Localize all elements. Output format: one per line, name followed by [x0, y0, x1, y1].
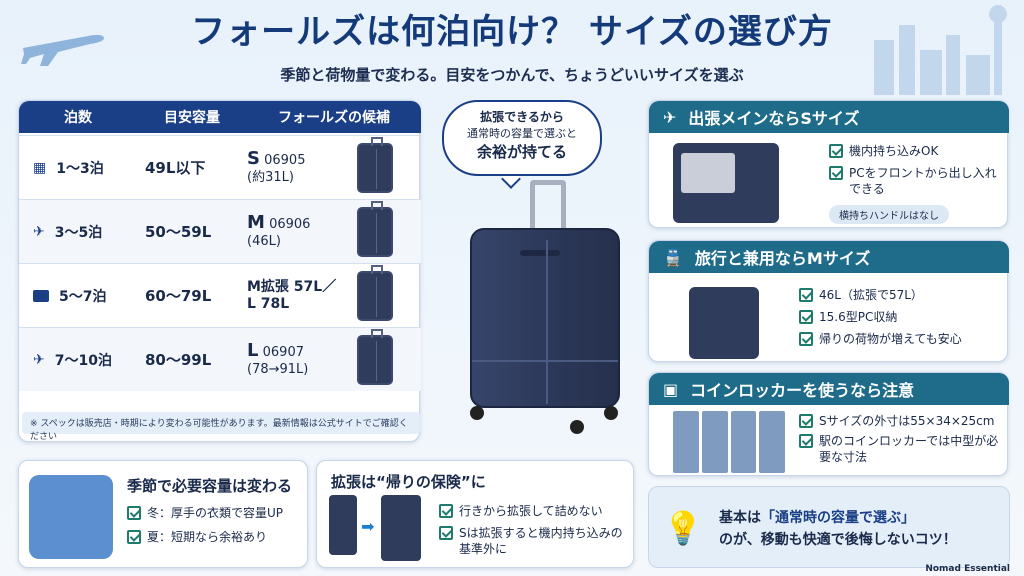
check-item: PCをフロントから出し入れできる — [829, 165, 999, 197]
check-icon — [799, 310, 813, 324]
locker-icon: ▣ — [663, 379, 679, 399]
open-suitcase-image — [673, 143, 779, 223]
table-row: ✈ 3〜5泊 50〜59L M 06906(46L) — [19, 199, 421, 263]
arrow-right-icon: ➡ — [361, 517, 375, 536]
suitcase-image — [357, 264, 393, 321]
row-capacity: 60〜79L — [145, 287, 212, 305]
table-header: 泊数 目安容量 フォールズの候補 — [19, 101, 421, 133]
suitcase-image — [357, 136, 393, 193]
check-icon — [439, 504, 453, 518]
check-item: 夏：短期なら余裕あり — [127, 529, 305, 545]
row-model-sub: (78→91L) — [247, 361, 309, 377]
check-icon — [439, 526, 453, 540]
wheel — [604, 406, 618, 420]
check-icon — [829, 144, 843, 158]
check-icon — [829, 166, 843, 180]
suitcase-handle — [530, 180, 566, 230]
m-size-panel: 🚆 旅行と兼用ならMサイズ 46L（拡張で57L） 15.6型PC収納 帰りの荷物… — [648, 240, 1009, 362]
check-item: 46L（拡張で57L） — [799, 287, 999, 303]
header-nights: 泊数 — [64, 110, 92, 126]
plane-icon: ✈ — [663, 107, 677, 127]
calendar-icon: ▦ — [33, 159, 47, 176]
row-model: M — [247, 211, 265, 233]
suitcase-image — [329, 495, 357, 555]
season-panel: 季節で必要容量は変わる 冬：厚手の衣類で容量UP 夏：短期なら余裕あり — [18, 460, 308, 568]
table-row: 5〜7泊 60〜79L M拡張 57L／L 78L — [19, 263, 421, 327]
table-row: ✈ 7〜10泊 80〜99L L 06907(78→91L) — [19, 327, 421, 391]
suitcase-hero-image — [470, 228, 620, 408]
row-model: S — [247, 147, 260, 169]
locker-panel: ▣ コインロッカーを使うなら注意 Sサイズの外寸は55×34×25cm 駅のコイン… — [648, 372, 1009, 476]
row-model-sub: (46L) — [247, 233, 281, 249]
speech-bubble: 拡張できるから 通常時の容量で選ぶと 余裕が持てる — [442, 100, 602, 176]
row-capacity: 49L以下 — [145, 159, 206, 177]
airplane-decoration-icon — [21, 34, 104, 66]
check-icon — [799, 414, 813, 428]
row-model-code: 06907 — [262, 344, 304, 360]
suitcase-image — [689, 287, 759, 359]
row-model: L — [247, 339, 259, 361]
row-model-code: 06905 — [264, 152, 306, 168]
check-icon — [799, 332, 813, 346]
capacity-table: 泊数 目安容量 フォールズの候補 ▦ 1〜3泊 49L以下 S 06905(約31… — [18, 100, 421, 442]
check-item: 機内持ち込みOK — [829, 143, 999, 159]
tip-line2: のが、移動も快適で後悔しないコツ！ — [719, 532, 957, 548]
row-model-code: 06906 — [269, 216, 311, 232]
suitcase-image — [357, 200, 393, 257]
header-capacity: 目安容量 — [164, 110, 220, 126]
wheel — [570, 420, 584, 434]
spec-note: ※ スペックは販売店・時期により変わる可能性があります。最新情報は公式サイトでご… — [22, 412, 420, 442]
wheel — [470, 406, 484, 420]
row-model-sub: (約31L) — [247, 169, 294, 185]
check-item: Sサイズの外寸は55×34×25cm — [799, 413, 999, 429]
lightbulb-icon: 💡 — [663, 509, 703, 547]
plane-icon: ✈ — [33, 351, 45, 368]
check-item: 駅のコインロッカーでは中型が必要な寸法 — [799, 433, 999, 465]
brand-credit: Nomad Essential — [925, 564, 1010, 574]
check-item: Sは拡張すると機内持ち込みの基準外に — [439, 525, 629, 557]
tip-highlight: 「通常時の容量で選ぶ」 — [761, 510, 915, 526]
locker-image — [673, 411, 785, 473]
check-item: 15.6型PC収納 — [799, 309, 999, 325]
locker-panel-title: コインロッカーを使うなら注意 — [690, 381, 915, 400]
check-item: 帰りの荷物が増えても安心 — [799, 331, 999, 347]
train-icon: 🚆 — [663, 247, 683, 267]
m-panel-title: 旅行と兼用ならMサイズ — [694, 249, 871, 268]
row-model-sub: L 78L — [247, 295, 290, 312]
tip-prefix: 基本は — [719, 510, 761, 526]
page-title: フォールズは何泊向け？ サイズの選び方 — [191, 12, 833, 52]
briefcase-icon — [33, 289, 49, 302]
page-subtitle: 季節と荷物量で変わる。目安をつかんで、ちょうどいいサイズを選ぶ — [280, 66, 744, 84]
expand-title: 拡張は“帰りの保険”に — [331, 473, 486, 491]
check-item: 行きから拡張して詰めない — [439, 503, 629, 519]
table-row: ▦ 1〜3泊 49L以下 S 06905(約31L) — [19, 135, 421, 199]
check-item: 冬：厚手の衣類で容量UP — [127, 505, 305, 521]
bubble-line3: 余裕が持てる — [476, 143, 567, 161]
row-nights: 7〜10泊 — [54, 352, 112, 369]
plane-icon: ✈ — [33, 223, 45, 240]
bubble-line1: 拡張できるから — [480, 110, 564, 124]
row-capacity: 50〜59L — [145, 223, 212, 241]
bubble-line2: 通常時の容量で選ぶと — [467, 127, 577, 140]
season-title: 季節で必要容量は変わる — [127, 477, 293, 495]
check-icon — [799, 434, 813, 448]
check-icon — [127, 530, 141, 544]
row-model: M拡張 57L／ — [247, 278, 337, 295]
clothes-image — [29, 475, 113, 559]
s-panel-title: 出張メインならSサイズ — [688, 109, 860, 128]
info-pill: 横持ちハンドルはなし — [829, 205, 949, 224]
city-skyline-decoration — [874, 5, 1007, 95]
header-candidate: フォールズの候補 — [278, 110, 390, 126]
check-icon — [799, 288, 813, 302]
row-nights: 1〜3泊 — [56, 160, 104, 177]
row-nights: 5〜7泊 — [59, 288, 107, 305]
s-size-panel: ✈ 出張メインならSサイズ 機内持ち込みOK PCをフロントから出し入れできる 横… — [648, 100, 1009, 228]
suitcase-image — [357, 328, 393, 385]
suitcase-image — [381, 495, 421, 561]
tip-panel: 💡 基本は「通常時の容量で選ぶ」 のが、移動も快適で後悔しないコツ！ — [648, 486, 1010, 568]
expand-panel: 拡張は“帰りの保険”に ➡ 行きから拡張して詰めない Sは拡張すると機内持ち込み… — [316, 460, 634, 568]
row-nights: 3〜5泊 — [54, 224, 103, 241]
row-capacity: 80〜99L — [145, 351, 212, 369]
check-icon — [127, 506, 141, 520]
